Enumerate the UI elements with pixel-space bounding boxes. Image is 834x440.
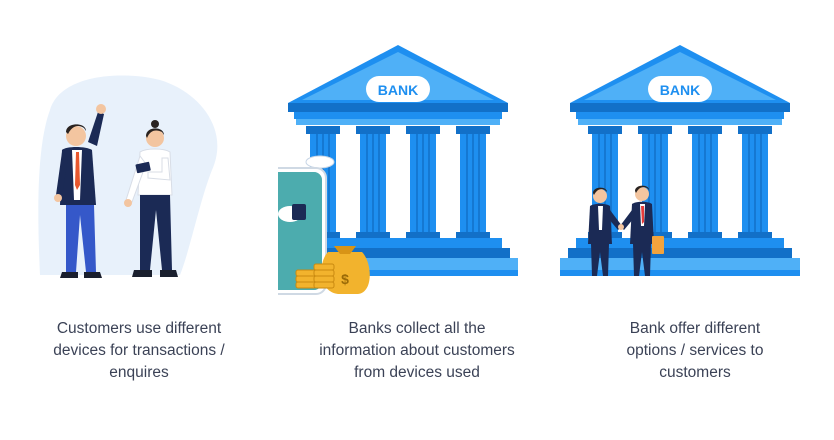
- coins-icon: [295, 263, 335, 289]
- phone-device: [278, 167, 327, 295]
- customers-illustration: [38, 75, 218, 278]
- caption-line: information about customers: [319, 342, 515, 359]
- caption-customers: Customers use different devices for tran…: [0, 318, 278, 384]
- bank-offers-illustration: BANK: [560, 45, 800, 276]
- caption-line: from devices used: [354, 364, 480, 381]
- caption-bank-offers: Bank offer different options / services …: [556, 318, 834, 384]
- panel-bank-collects: BANK: [278, 0, 556, 440]
- document-icon: [292, 204, 306, 220]
- bank-label: BANK: [378, 82, 418, 98]
- shopping-bag-icon: [652, 236, 664, 254]
- caption-line: customers: [659, 364, 731, 381]
- caption-line: Bank offer different: [629, 320, 761, 337]
- customer-figure: [618, 185, 664, 276]
- banker-figure: [588, 187, 622, 276]
- svg-text:$: $: [341, 271, 349, 287]
- caption-line: Banks collect all the: [348, 320, 486, 337]
- panel-bank-offers: BANK: [556, 0, 834, 440]
- bank-collects-illustration: BANK: [278, 45, 518, 295]
- woman-figure: [124, 120, 178, 277]
- caption-line: options / services to: [626, 342, 764, 359]
- caption-line: enquires: [109, 364, 169, 381]
- panel-customers: Customers use different devices for tran…: [0, 0, 278, 440]
- man-figure: [54, 104, 106, 278]
- bank-sign: [648, 76, 712, 102]
- bank-sign: [366, 76, 430, 102]
- bank-label: BANK: [660, 82, 700, 98]
- bank-building: BANK: [278, 45, 518, 276]
- caption-line: devices for transactions /: [53, 342, 225, 359]
- caption-bank-collects: Banks collect all the information about …: [278, 318, 556, 384]
- caption-line: Customers use different: [56, 320, 222, 337]
